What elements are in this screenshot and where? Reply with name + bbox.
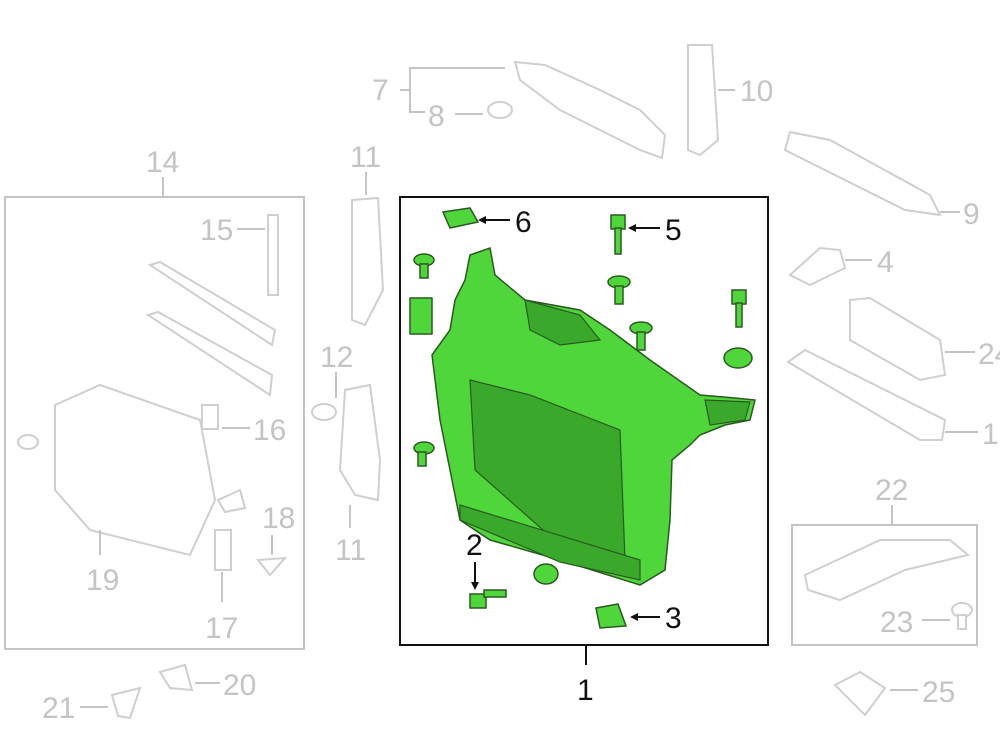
air-deflector-22[interactable] <box>803 539 971 602</box>
callout-18: 18 <box>262 502 295 535</box>
group-box-14 <box>4 196 305 650</box>
push-pin-left[interactable] <box>17 434 39 450</box>
upper-shield-7[interactable] <box>513 60 667 160</box>
bracket-11-lower[interactable] <box>338 383 382 502</box>
callout-1: 1 <box>577 674 594 707</box>
bracket-17[interactable] <box>214 529 232 571</box>
push-pin-12[interactable] <box>311 403 337 421</box>
callout-2: 2 <box>466 529 483 562</box>
callout-10: 10 <box>740 75 773 108</box>
main-group-box-1 <box>399 196 769 646</box>
rod-15[interactable] <box>267 214 279 296</box>
deflector-9[interactable] <box>783 130 942 217</box>
callout-25: 25 <box>922 676 955 709</box>
callout-16: 16 <box>253 414 286 447</box>
fastener-push-pin[interactable] <box>413 253 435 279</box>
callout-6: 6 <box>515 206 532 239</box>
callout-11-top: 11 <box>350 141 381 174</box>
clip-25[interactable] <box>833 670 887 717</box>
fastener-bracket[interactable] <box>409 297 433 335</box>
fastener-nut[interactable] <box>533 563 559 585</box>
clip-20[interactable] <box>158 663 194 692</box>
sensor-24[interactable] <box>849 296 947 382</box>
fastener-5-bolt[interactable] <box>610 214 626 255</box>
clip-21[interactable] <box>110 686 142 720</box>
callout-19: 19 <box>86 564 119 597</box>
callout-12: 12 <box>320 341 353 374</box>
bracket-10[interactable] <box>687 44 720 157</box>
callout-9: 9 <box>963 198 980 231</box>
callout-17: 17 <box>205 612 238 645</box>
grille-shutter-19[interactable] <box>54 383 217 557</box>
callout-23: 23 <box>880 606 913 639</box>
bracket-4[interactable] <box>788 246 847 287</box>
clip-16[interactable] <box>201 404 219 430</box>
callout-11-bottom: 11 <box>335 534 366 567</box>
push-pin-8[interactable] <box>487 101 513 119</box>
bracket-small[interactable] <box>216 488 247 514</box>
group-box-22 <box>791 524 978 646</box>
fastener-3-clip[interactable] <box>595 603 628 629</box>
deflector-13[interactable] <box>786 348 947 441</box>
fastener-push-pin[interactable] <box>413 441 435 467</box>
bracket-11-upper[interactable] <box>351 196 385 327</box>
fastener-nut[interactable] <box>723 347 753 369</box>
shutter-rails[interactable] <box>145 260 277 397</box>
push-pin-23[interactable] <box>951 602 973 630</box>
fastener-2-bolt[interactable] <box>469 589 507 609</box>
callout-21: 21 <box>42 692 75 725</box>
callout-8: 8 <box>428 100 445 133</box>
fastener-push-pin[interactable] <box>607 275 631 305</box>
callout-15: 15 <box>200 214 233 247</box>
callout-7: 7 <box>372 74 389 107</box>
fastener-push-pin[interactable] <box>629 321 653 351</box>
callout-24: 24 <box>978 338 1000 371</box>
callout-4: 4 <box>877 246 894 279</box>
callout-3: 3 <box>665 602 682 635</box>
callout-5: 5 <box>665 214 682 247</box>
fastener-bolt[interactable] <box>731 289 747 328</box>
fastener-6-clip[interactable] <box>441 207 480 229</box>
clip-18[interactable] <box>256 556 288 577</box>
callout-22: 22 <box>875 474 908 507</box>
radiator-support-highlighted[interactable] <box>431 247 756 586</box>
callout-14: 14 <box>146 146 179 179</box>
callout-13: 1 <box>982 418 999 451</box>
callout-20: 20 <box>223 669 256 702</box>
